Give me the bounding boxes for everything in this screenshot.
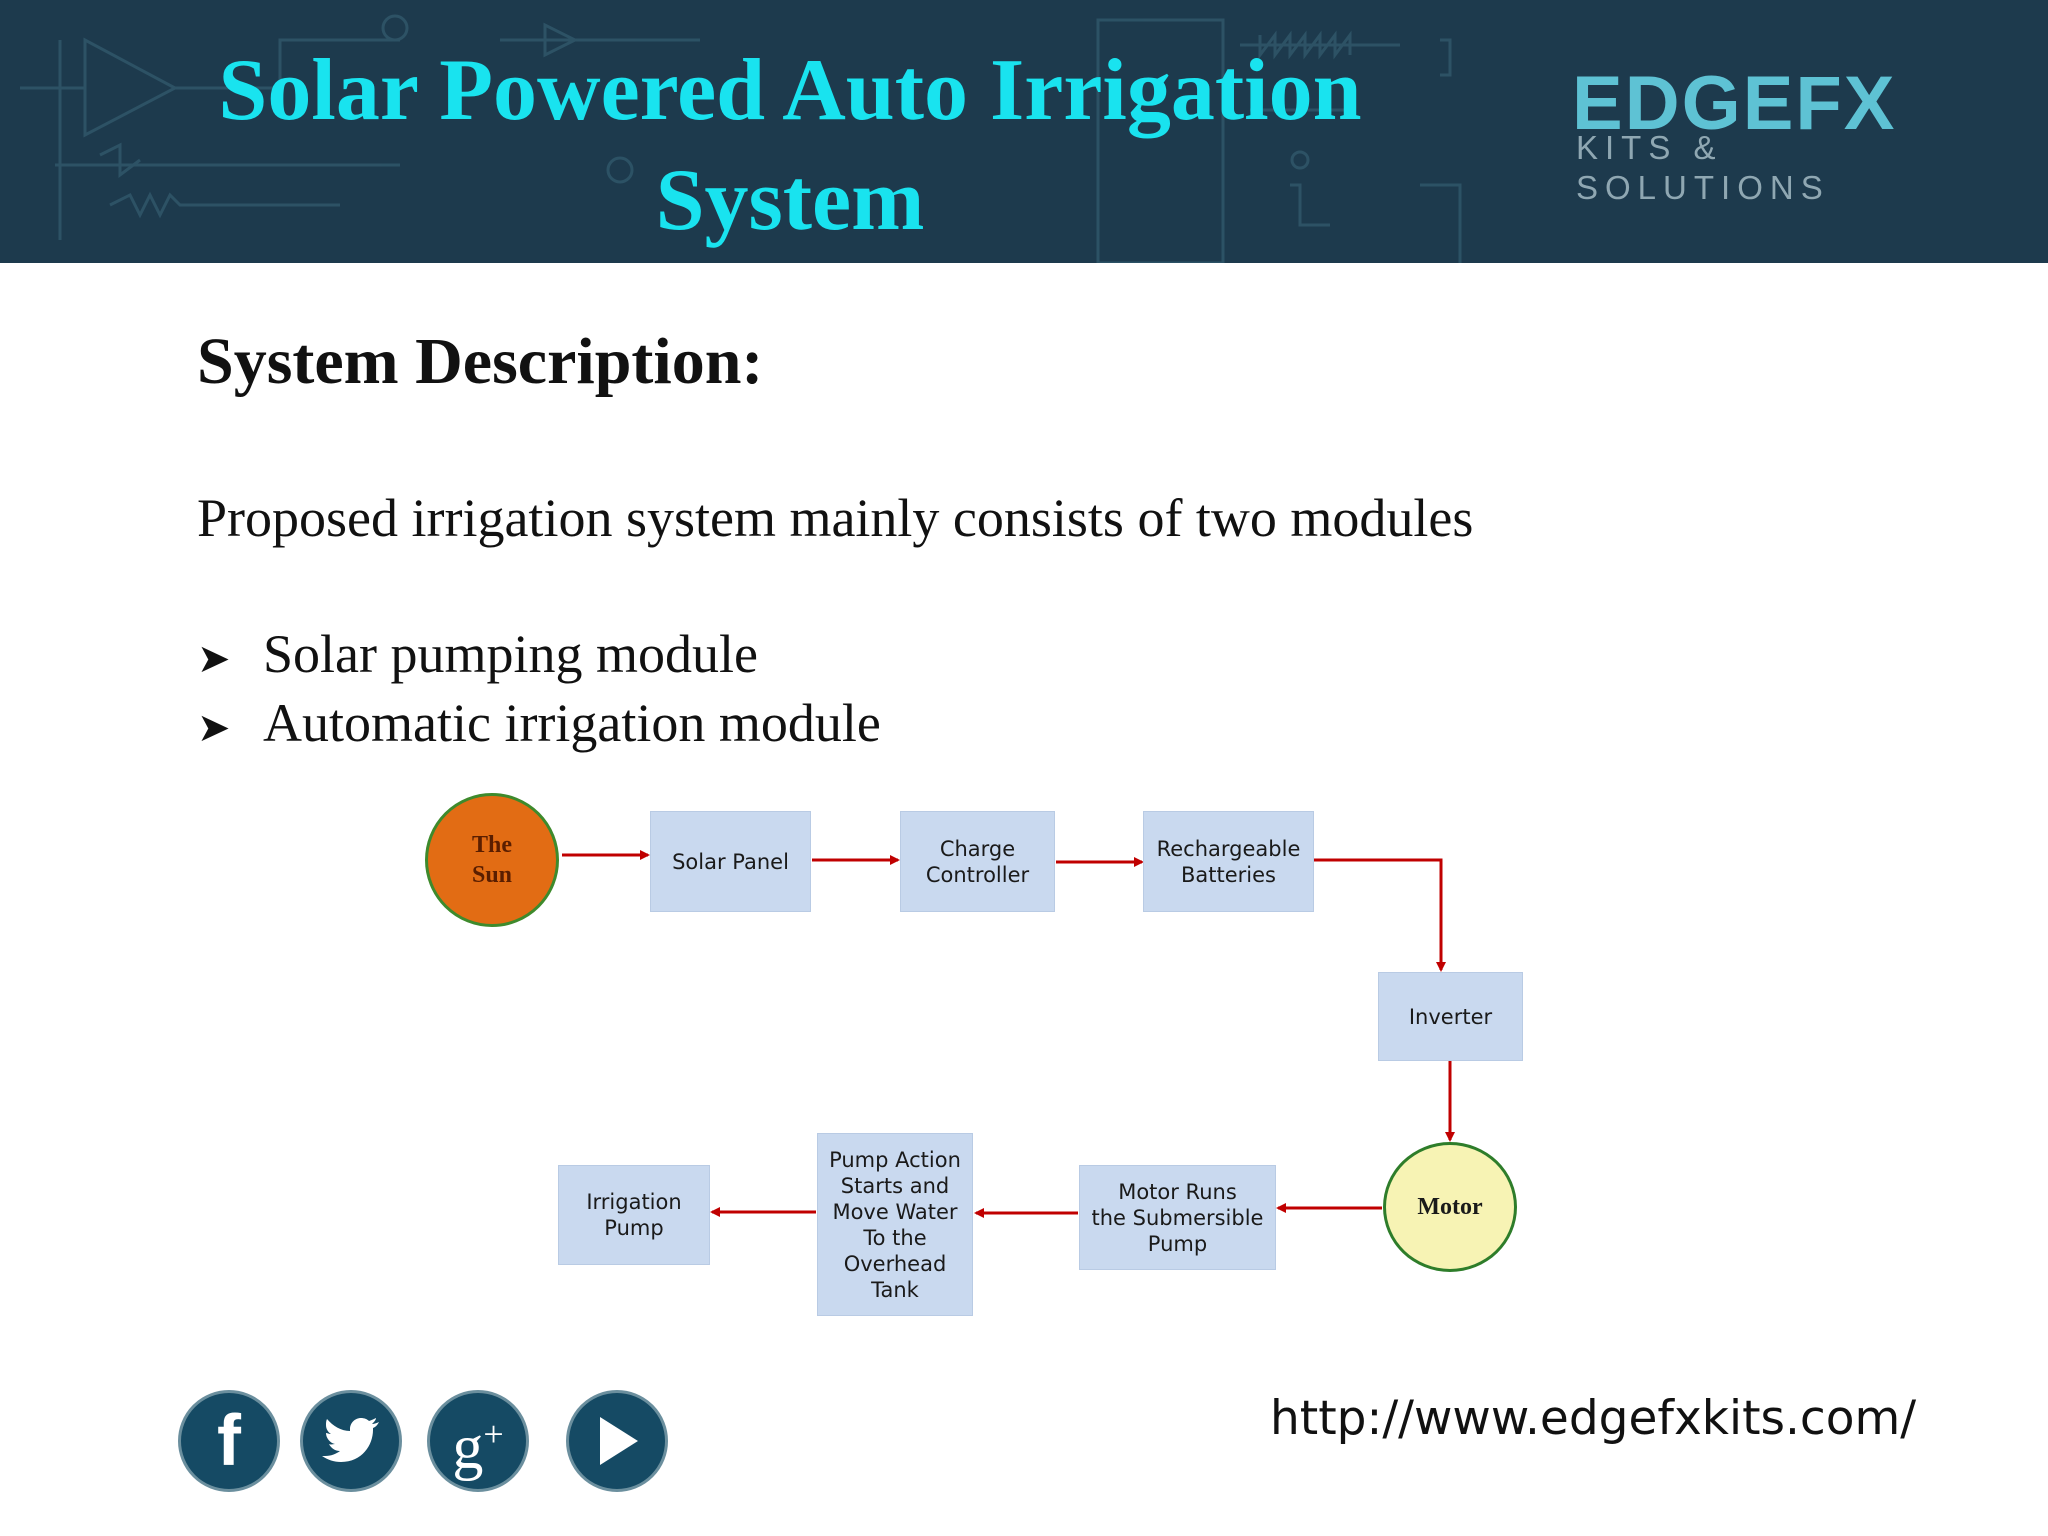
arrow-bullet-icon: ➤ xyxy=(197,705,231,751)
logo-tagline: KITS & SOLUTIONS xyxy=(1576,129,1830,206)
list-item: ➤ Automatic irrigation module xyxy=(197,689,881,758)
node-label: Tank xyxy=(871,1277,919,1302)
module-list: ➤ Solar pumping module ➤ Automatic irrigat… xyxy=(197,620,881,758)
title-line-1: Solar Powered Auto Irrigation xyxy=(218,42,1362,139)
header-banner: Solar Powered Auto Irrigation System EDG… xyxy=(0,0,2048,263)
node-solar-panel: Solar Panel xyxy=(650,811,811,912)
twitter-icon[interactable] xyxy=(300,1390,402,1492)
node-label: Solar Panel xyxy=(672,849,789,874)
node-label: Controller xyxy=(925,862,1030,887)
logo-wordmark: EDGEFX xyxy=(1572,61,1897,146)
google-plus-icon[interactable]: g+ xyxy=(427,1390,529,1492)
section-heading: System Description: xyxy=(197,325,764,398)
list-item: ➤ Solar pumping module xyxy=(197,620,881,689)
website-link[interactable]: http://www.edgefxkits.com/ xyxy=(1270,1391,1917,1446)
list-item-text: Solar pumping module xyxy=(263,624,758,684)
list-item-text: Automatic irrigation module xyxy=(263,693,881,753)
node-label: the Submersible xyxy=(1091,1205,1264,1230)
slide-title: Solar Powered Auto Irrigation System xyxy=(140,36,1440,256)
node-label: To the xyxy=(863,1225,927,1250)
arrow-batteries-to-inverter xyxy=(1314,858,1446,972)
node-label: Motor xyxy=(1417,1194,1483,1220)
title-line-2: System xyxy=(655,152,925,249)
edgefx-logo: EDGEFX KITS & SOLUTIONS xyxy=(1568,61,1968,207)
node-label: Overhead xyxy=(843,1251,947,1276)
node-label: Irrigation xyxy=(586,1190,682,1214)
node-label: Pump xyxy=(604,1216,664,1240)
arrow-bullet-icon: ➤ xyxy=(197,636,231,682)
intro-text: Proposed irrigation system mainly consis… xyxy=(197,488,1474,548)
circuit-background xyxy=(20,14,1462,263)
node-label: Motor Runs xyxy=(1118,1179,1237,1204)
node-label: The xyxy=(471,832,512,858)
node-label: Sun xyxy=(471,862,513,888)
node-label: Starts and xyxy=(840,1173,950,1198)
node-label: Charge xyxy=(939,836,1016,861)
node-label: Batteries xyxy=(1180,862,1276,887)
node-label: Move Water xyxy=(832,1199,958,1224)
youtube-play-icon[interactable] xyxy=(566,1390,668,1492)
node-label: Inverter xyxy=(1408,1004,1493,1029)
node-label: Pump Action xyxy=(829,1147,961,1172)
node-motor: Motor xyxy=(1383,1142,1517,1272)
facebook-icon[interactable]: f xyxy=(178,1390,280,1492)
node-inverter: Inverter xyxy=(1378,972,1523,1061)
node-label: Pump xyxy=(1147,1231,1208,1256)
node-label: Rechargeable xyxy=(1156,836,1301,861)
